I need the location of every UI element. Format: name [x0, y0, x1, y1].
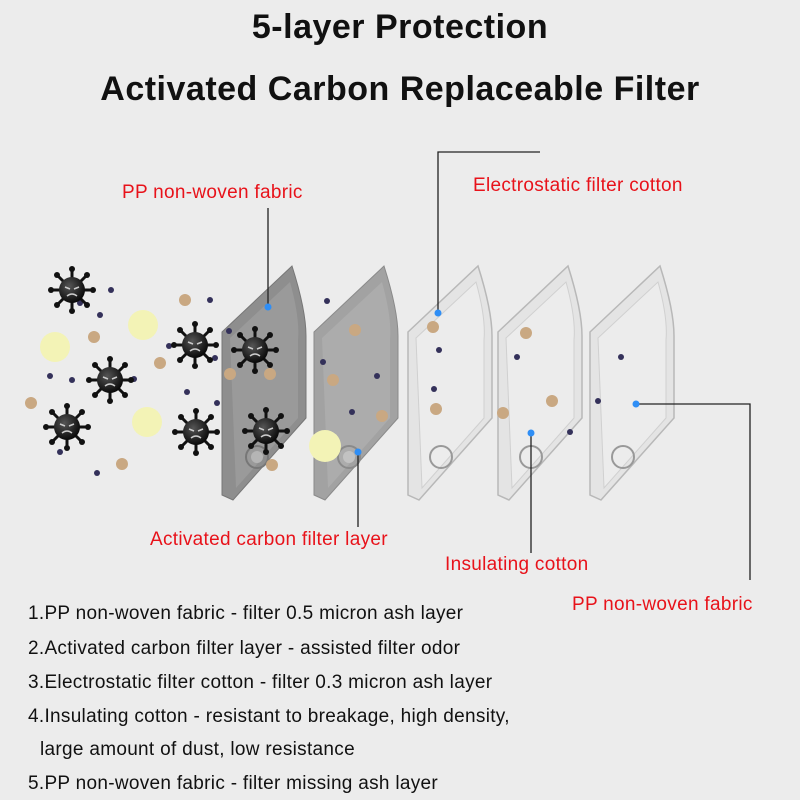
title-line-1: 5-layer Protection — [251, 8, 549, 46]
callout-electrostatic-cotton: Electrostatic filter cotton — [473, 175, 683, 196]
note-layer-4: 4.Insulating cotton - resistant to break… — [28, 706, 510, 727]
title-line-2: Activated Carbon Replaceable Filter — [100, 70, 700, 108]
callout-pp-fabric-top: PP non-woven fabric — [122, 182, 303, 203]
dust-particles — [40, 310, 341, 462]
layer-4-insulating-cotton — [497, 264, 583, 501]
layer-1-pp-fabric — [221, 265, 307, 501]
tan-particles — [25, 294, 558, 471]
note-layer-4-continued: large amount of dust, low resistance — [40, 739, 355, 760]
callout-activated-carbon: Activated carbon filter layer — [150, 529, 388, 550]
note-layer-5: 5.PP non-woven fabric - filter missing a… — [28, 773, 439, 794]
layer-3-electrostatic-cotton — [407, 264, 493, 501]
layer-5-pp-fabric — [589, 264, 675, 501]
note-layer-1: 1.PP non-woven fabric - filter 0.5 micro… — [28, 603, 464, 624]
callout-insulating-cotton: Insulating cotton — [445, 554, 589, 575]
callout-pp-fabric-bottom: PP non-woven fabric — [572, 594, 753, 615]
fine-particles — [47, 287, 624, 476]
note-layer-3: 3.Electrostatic filter cotton - filter 0… — [28, 672, 493, 693]
note-layer-2: 2.Activated carbon filter layer - assist… — [28, 638, 461, 659]
leader-lines — [267, 151, 751, 580]
marker-dots — [264, 303, 640, 456]
